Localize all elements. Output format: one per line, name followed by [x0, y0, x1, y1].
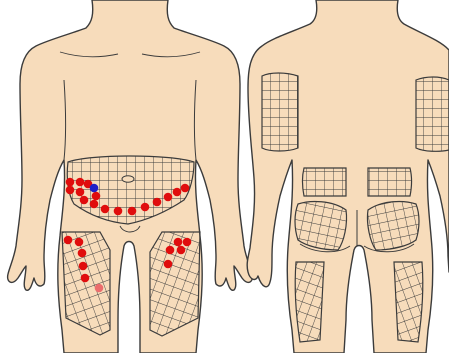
used-injection-site	[66, 178, 75, 187]
used-injection-site	[76, 188, 85, 197]
used-injection-site	[141, 203, 150, 212]
used-injection-site	[164, 193, 173, 202]
right-upper-buttock-grid-zone	[368, 168, 412, 196]
current-injection-site	[90, 184, 99, 193]
right-back-thigh-grid-zone	[394, 262, 423, 342]
front-body-view	[8, 0, 253, 353]
used-injection-site	[128, 207, 137, 216]
used-injection-site	[79, 262, 88, 271]
used-injection-site	[166, 246, 175, 255]
right-upper-arm-grid-zone	[416, 77, 449, 151]
navel	[122, 176, 134, 182]
used-injection-site	[101, 205, 110, 214]
right-lower-buttock-grid-zone	[367, 202, 419, 250]
used-injection-site	[174, 238, 183, 247]
used-injection-site	[80, 196, 89, 205]
used-injection-site	[81, 274, 90, 283]
used-injection-site	[75, 238, 84, 247]
used-injection-site	[153, 198, 162, 207]
used-injection-site	[177, 246, 186, 255]
used-injection-site	[173, 188, 182, 197]
left-upper-arm-grid-zone	[262, 73, 298, 151]
used-injection-site	[92, 192, 101, 201]
back-body-view	[247, 0, 449, 353]
used-injection-site	[76, 178, 85, 187]
right-thigh-grid-zone	[150, 232, 200, 336]
used-injection-site	[66, 186, 75, 195]
used-injection-site	[164, 260, 173, 269]
left-thigh-grid-zone	[62, 232, 110, 335]
used-injection-site	[183, 238, 192, 247]
left-upper-buttock-grid-zone	[303, 168, 347, 196]
used-injection-site	[114, 207, 123, 216]
used-injection-site	[78, 249, 87, 258]
used-injection-site	[181, 184, 190, 193]
used-injection-site	[64, 236, 73, 245]
left-lower-buttock-grid-zone	[295, 202, 347, 250]
used-injection-site	[95, 284, 104, 293]
used-injection-site	[90, 200, 99, 209]
left-back-thigh-grid-zone	[295, 262, 324, 342]
